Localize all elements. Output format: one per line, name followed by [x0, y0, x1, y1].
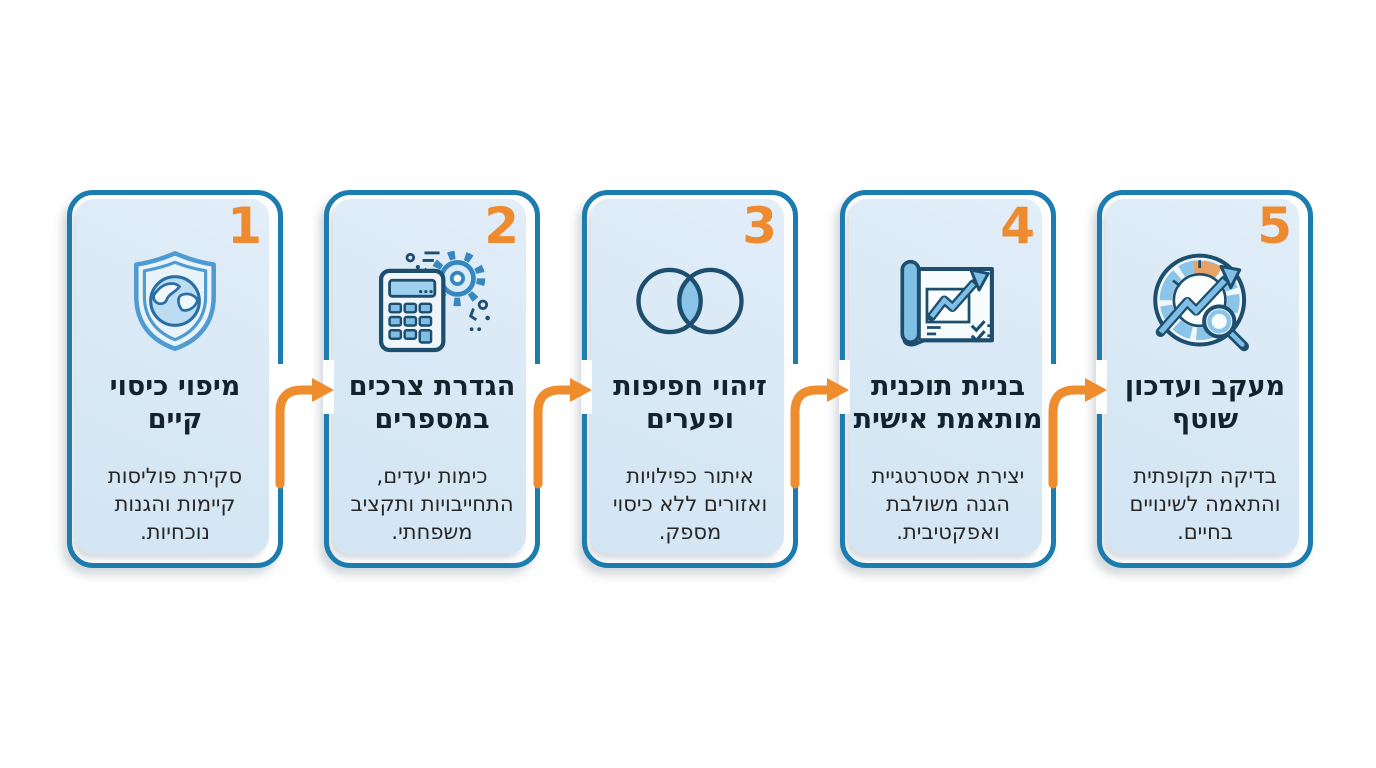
shield-globe-icon [72, 245, 278, 357]
connector-arrow-4 [1048, 378, 1107, 489]
step-card-3: 3 זיהוי חפיפות ופערים איתור כפילויות ואז… [582, 190, 798, 568]
step-number: 4 [1000, 197, 1035, 255]
card-border-gap [839, 360, 850, 414]
calculator-gear-icon [329, 245, 535, 357]
gauge-magnifier-icon [1102, 245, 1308, 357]
connector-arrow-3 [790, 378, 849, 489]
step-title: מעקב ועדכון שוטף [1124, 371, 1286, 435]
step-description: סקירת פוליסות קיימות והגנות נוכחיות. [107, 464, 243, 544]
step-number: 1 [227, 197, 262, 255]
step-card-background [849, 199, 1042, 554]
step-number: 5 [1257, 197, 1292, 255]
step-description: כימות יעדים, התחייבויות ותקציב משפחתי. [350, 464, 514, 544]
step-title: בניית תוכנית מותאמת אישית [853, 371, 1043, 435]
step-number: 3 [742, 197, 777, 255]
step-card-background [333, 199, 526, 554]
step-description: איתור כפילויות ואזורים ללא כיסוי מספק. [612, 464, 768, 544]
connector-arrow-2 [533, 378, 592, 489]
step-description: בדיקה תקופתית והתאמה לשינויים בחיים. [1129, 464, 1281, 544]
step-description: יצירת אסטרטגיית הגנה משולבת ואפקטיבית. [871, 464, 1025, 544]
step-card-1: 1 מיפוי כיסוי קיים סקירת פוליסות קיימות … [67, 190, 283, 568]
step-title: זיהוי חפיפות ופערים [613, 371, 767, 435]
step-title: מיפוי כיסוי קיים [109, 371, 241, 435]
connector-arrow-1 [275, 378, 334, 489]
step-card-2: 2 [324, 190, 540, 568]
plan-chart-icon [845, 245, 1051, 357]
step-card-background [591, 199, 784, 554]
venn-diagram-icon [587, 245, 793, 357]
step-number: 2 [484, 197, 519, 255]
step-title: הגדרת צרכים במספרים [348, 371, 516, 435]
step-card-5: 5 מעקב ועדכון שוטף בדיקה תקופתית והתאמה … [1097, 190, 1313, 568]
step-card-4: 4 בניית תוכנית מותאמת אישית יצירת אסטרטג… [840, 190, 1056, 568]
